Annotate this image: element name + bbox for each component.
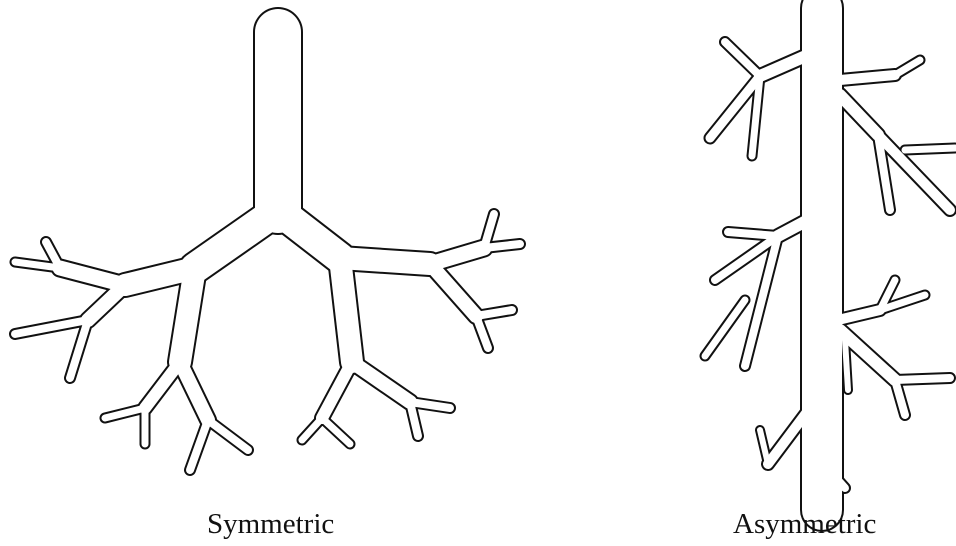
- symmetric-branch-lumen: [340, 258, 430, 264]
- asymmetric-branch-lumen: [840, 75, 895, 80]
- asymmetric-branch-lumen: [905, 148, 955, 150]
- asymmetric-branch-lumen: [845, 340, 848, 390]
- symmetric-caption: Symmetric: [207, 508, 334, 541]
- symmetric-branch-lumen: [278, 210, 340, 258]
- symmetric-branch-lumen: [60, 268, 125, 285]
- asymmetric-branching-tree: [705, 8, 955, 510]
- symmetric-branch-lumen: [476, 316, 488, 348]
- asymmetric-branch-lumen: [895, 378, 950, 380]
- symmetric-branch-lumen: [322, 418, 350, 444]
- symmetric-branch-lumen: [484, 244, 520, 248]
- asymmetric-branch-lumen: [760, 430, 768, 464]
- symmetric-branch-lumen: [340, 258, 352, 362]
- symmetric-branch-lumen: [180, 268, 195, 362]
- symmetric-branch-lumen: [430, 248, 484, 264]
- symmetric-branch-lumen: [208, 420, 248, 450]
- asymmetric-branch-lumen: [705, 300, 745, 356]
- symmetric-branch-lumen: [322, 362, 352, 418]
- symmetric-branching-tree: [15, 32, 520, 470]
- symmetric-branch-lumen: [105, 408, 145, 418]
- symmetric-branch-lumen: [145, 362, 180, 408]
- asymmetric-branch-lumen: [840, 95, 878, 135]
- symmetric-branch-lumen: [352, 362, 410, 402]
- asymmetric-branch-lumen: [728, 232, 778, 236]
- asymmetric-branch-lumen: [725, 42, 760, 76]
- symmetric-branch-lumen: [430, 264, 476, 316]
- asymmetric-caption: Asymmetric: [733, 508, 876, 541]
